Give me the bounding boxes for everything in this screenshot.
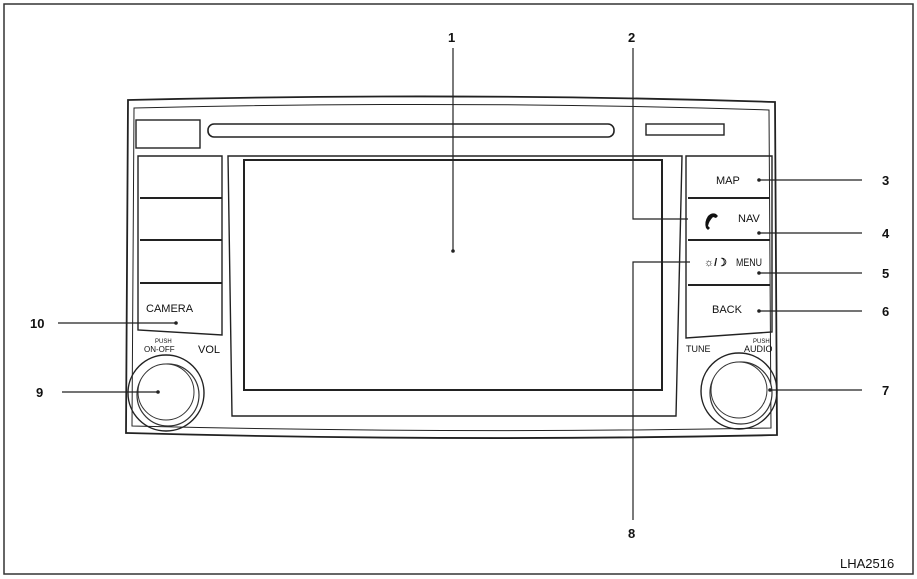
screen-bezel: [227, 155, 683, 417]
push-label-left: PUSH: [155, 339, 172, 345]
disc-slot[interactable]: [207, 123, 615, 138]
nav-button[interactable]: NAV: [738, 213, 760, 225]
callout-8: 8: [628, 526, 635, 541]
right-button-column: [685, 155, 773, 339]
on-off-label: ON-OFF: [144, 345, 175, 354]
callout-3: 3: [882, 173, 889, 188]
phone-icon[interactable]: [705, 213, 718, 230]
callout-7: 7: [882, 383, 889, 398]
callout-4: 4: [882, 226, 890, 241]
unit-housing: [125, 95, 778, 439]
vol-label: VOL: [198, 344, 220, 356]
callout-2: 2: [628, 30, 635, 45]
push-label-right: PUSH: [753, 339, 770, 345]
map-button[interactable]: MAP: [716, 175, 740, 187]
day-night-icon[interactable]: ☼/☽: [704, 257, 727, 269]
tune-audio-knob[interactable]: [700, 352, 778, 430]
callout-5: 5: [882, 266, 889, 281]
right-panel: [685, 155, 773, 339]
figure-code: LHA2516: [840, 556, 894, 571]
card-slot[interactable]: [645, 123, 725, 136]
left-button-column: [137, 155, 223, 336]
menu-button[interactable]: MENU: [736, 257, 762, 269]
tune-label: TUNE: [686, 344, 711, 354]
unit-housing-inner: [131, 103, 772, 432]
back-button[interactable]: BACK: [712, 304, 743, 316]
callout-6: 6: [882, 304, 889, 319]
callout-10: 10: [30, 316, 44, 331]
audio-label: AUDIO: [744, 344, 773, 354]
callout-1: 1: [448, 30, 455, 45]
volume-knob[interactable]: [127, 354, 205, 432]
camera-button[interactable]: CAMERA: [146, 303, 194, 315]
left-panel: [137, 155, 223, 336]
top-left-block: [135, 119, 201, 149]
callout-9: 9: [36, 385, 43, 400]
callout-leaders: [58, 48, 862, 520]
